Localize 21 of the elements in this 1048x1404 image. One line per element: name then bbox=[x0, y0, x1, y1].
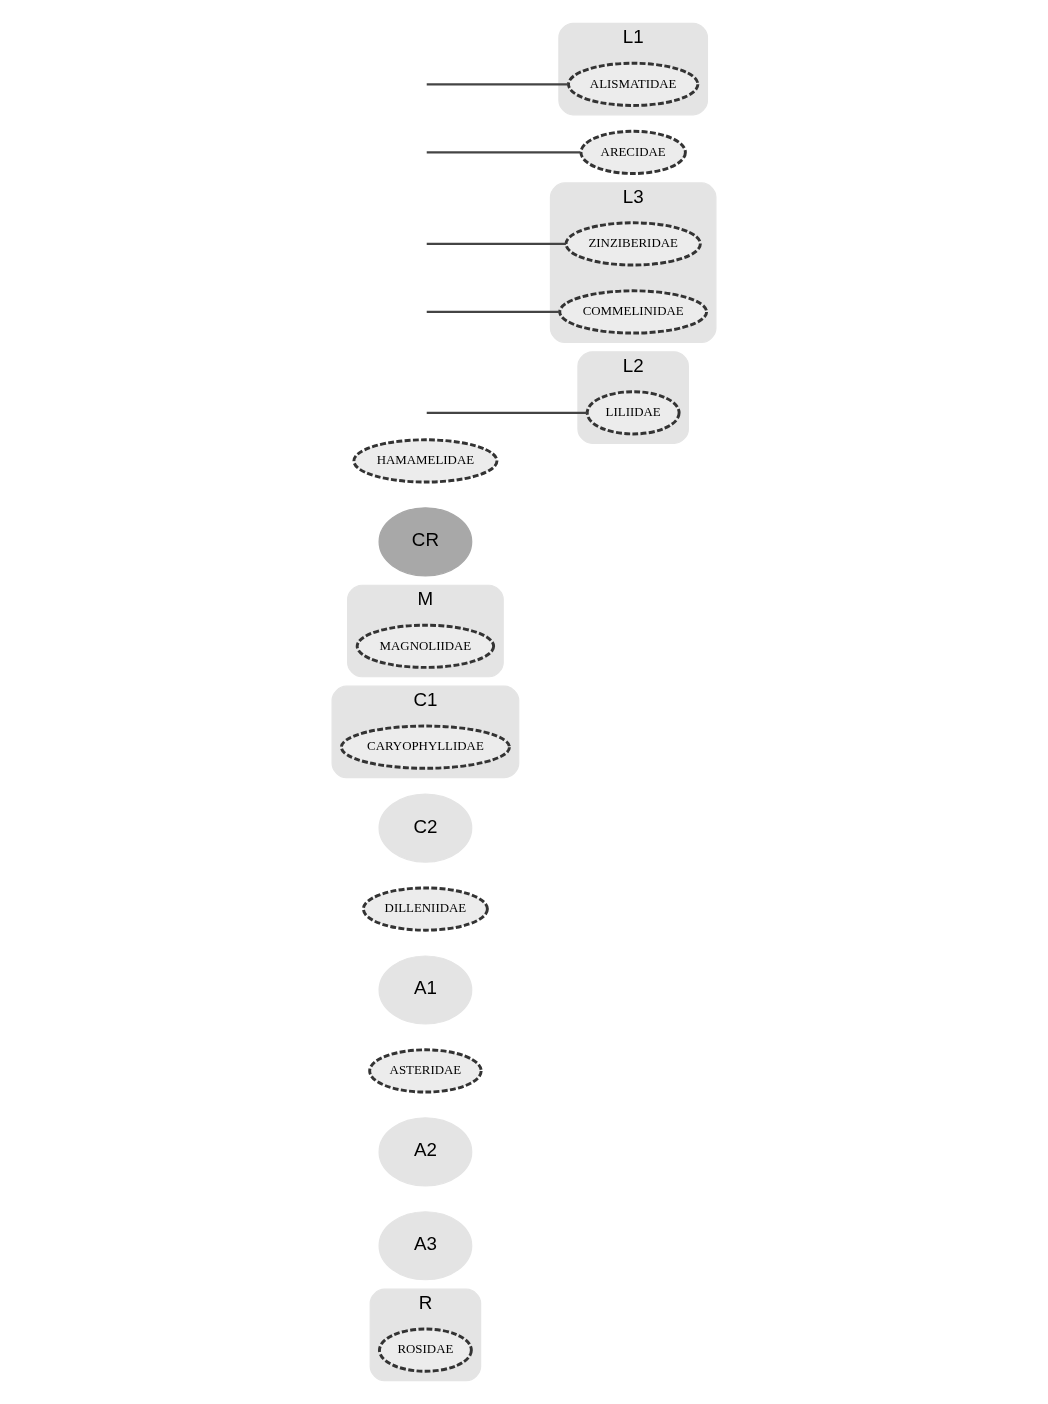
node-ellipse: HAMAMELIDAE bbox=[352, 438, 499, 484]
node-ellipse: A1 bbox=[378, 955, 473, 1025]
node-ellipse: A3 bbox=[378, 1211, 473, 1281]
node-ellipse: CARYOPHYLLIDAE bbox=[339, 724, 511, 770]
node-ellipse: COMMELINIDAE bbox=[558, 289, 709, 335]
connector bbox=[426, 411, 588, 414]
connector bbox=[426, 310, 560, 314]
node-ellipse: LILIIDAE bbox=[585, 390, 681, 436]
node-ellipse: C2 bbox=[378, 793, 473, 863]
node-ellipse: ALISMATIDAE bbox=[567, 61, 700, 107]
node-ellipse: ZINZIBERIDAE bbox=[564, 221, 702, 267]
connector bbox=[426, 151, 581, 154]
node-ellipse: A2 bbox=[378, 1117, 473, 1187]
node-ellipse: CR bbox=[378, 507, 473, 577]
node-ellipse: ARECIDAE bbox=[579, 129, 687, 175]
node-ellipse: DILLENIIDAE bbox=[361, 886, 489, 932]
node-ellipse: ASTERIDAE bbox=[368, 1048, 483, 1094]
connector bbox=[426, 242, 566, 246]
node-ellipse: ROSIDAE bbox=[378, 1327, 473, 1373]
connector bbox=[426, 83, 569, 86]
node-ellipse: MAGNOLIIDAE bbox=[355, 623, 496, 669]
